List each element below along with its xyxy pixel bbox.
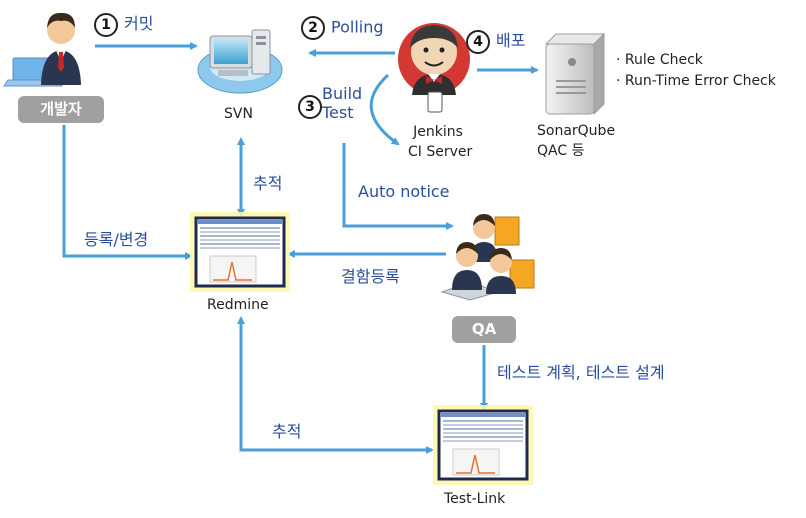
- qa-badge: QA: [452, 316, 516, 343]
- jenkins-role: CI Server: [408, 144, 473, 160]
- commit-text: 커밋: [124, 14, 154, 33]
- trace-testlink-arrow: [237, 316, 434, 454]
- build-test-arrow: [369, 73, 400, 146]
- svn-label: SVN: [224, 106, 253, 122]
- auto-notice-arrow: [342, 143, 454, 230]
- deploy-text: 배포: [496, 31, 526, 50]
- developer-badge: 개발자: [18, 96, 104, 123]
- step-deploy-label: 4 배포: [466, 27, 525, 54]
- arrows: [62, 42, 539, 454]
- auto-notice-label: Auto notice: [358, 182, 450, 201]
- step-1-number: 1: [94, 12, 118, 37]
- sonar-check-list: · Rule Check · Run-Time Error Check: [616, 50, 776, 92]
- developer-icon: [3, 12, 81, 87]
- runtime-error-check-item: · Run-Time Error Check: [616, 73, 776, 89]
- step-polling-label: 2 Polling: [301, 16, 384, 40]
- testlink-label: Test-Link: [444, 491, 506, 507]
- qac-name: QAC 등: [537, 143, 585, 159]
- qa-team-icon: [440, 214, 535, 301]
- jenkins-icon: [398, 23, 470, 113]
- step-4-number: 4: [466, 29, 490, 54]
- step-build-label: Build Test: [322, 84, 362, 122]
- build-text: Build: [322, 84, 363, 103]
- register-change-arrow: [62, 125, 193, 260]
- sonarqube-label: SonarQube QAC 등: [537, 121, 615, 161]
- jenkins-label: Jenkins CI Server: [408, 122, 473, 162]
- defect-register-label: 결함등록: [341, 267, 400, 286]
- svn-server-icon: [197, 29, 283, 94]
- redmine-label: Redmine: [207, 297, 269, 313]
- step-2-number: 2: [301, 16, 325, 40]
- redmine-screenshot: [190, 212, 290, 292]
- testlink-screenshot: [433, 405, 533, 485]
- polling-text: Polling: [331, 17, 384, 37]
- trace-testlink-label: 추적: [272, 422, 302, 441]
- sonarqube-name: SonarQube: [537, 123, 616, 139]
- rule-check-item: · Rule Check: [616, 52, 703, 68]
- trace-svn-label: 추적: [253, 174, 283, 193]
- step-commit-label: 1 커밋: [94, 10, 153, 37]
- jenkins-name: Jenkins: [413, 124, 463, 140]
- register-change-label: 등록/변경: [84, 230, 149, 249]
- test-plan-label: 테스트 계획, 테스트 설계: [497, 363, 665, 382]
- test-text: Test: [322, 103, 354, 122]
- step-3-marker: 3: [298, 95, 328, 119]
- step-3-number: 3: [298, 95, 322, 119]
- sonarqube-server-icon: [544, 32, 606, 116]
